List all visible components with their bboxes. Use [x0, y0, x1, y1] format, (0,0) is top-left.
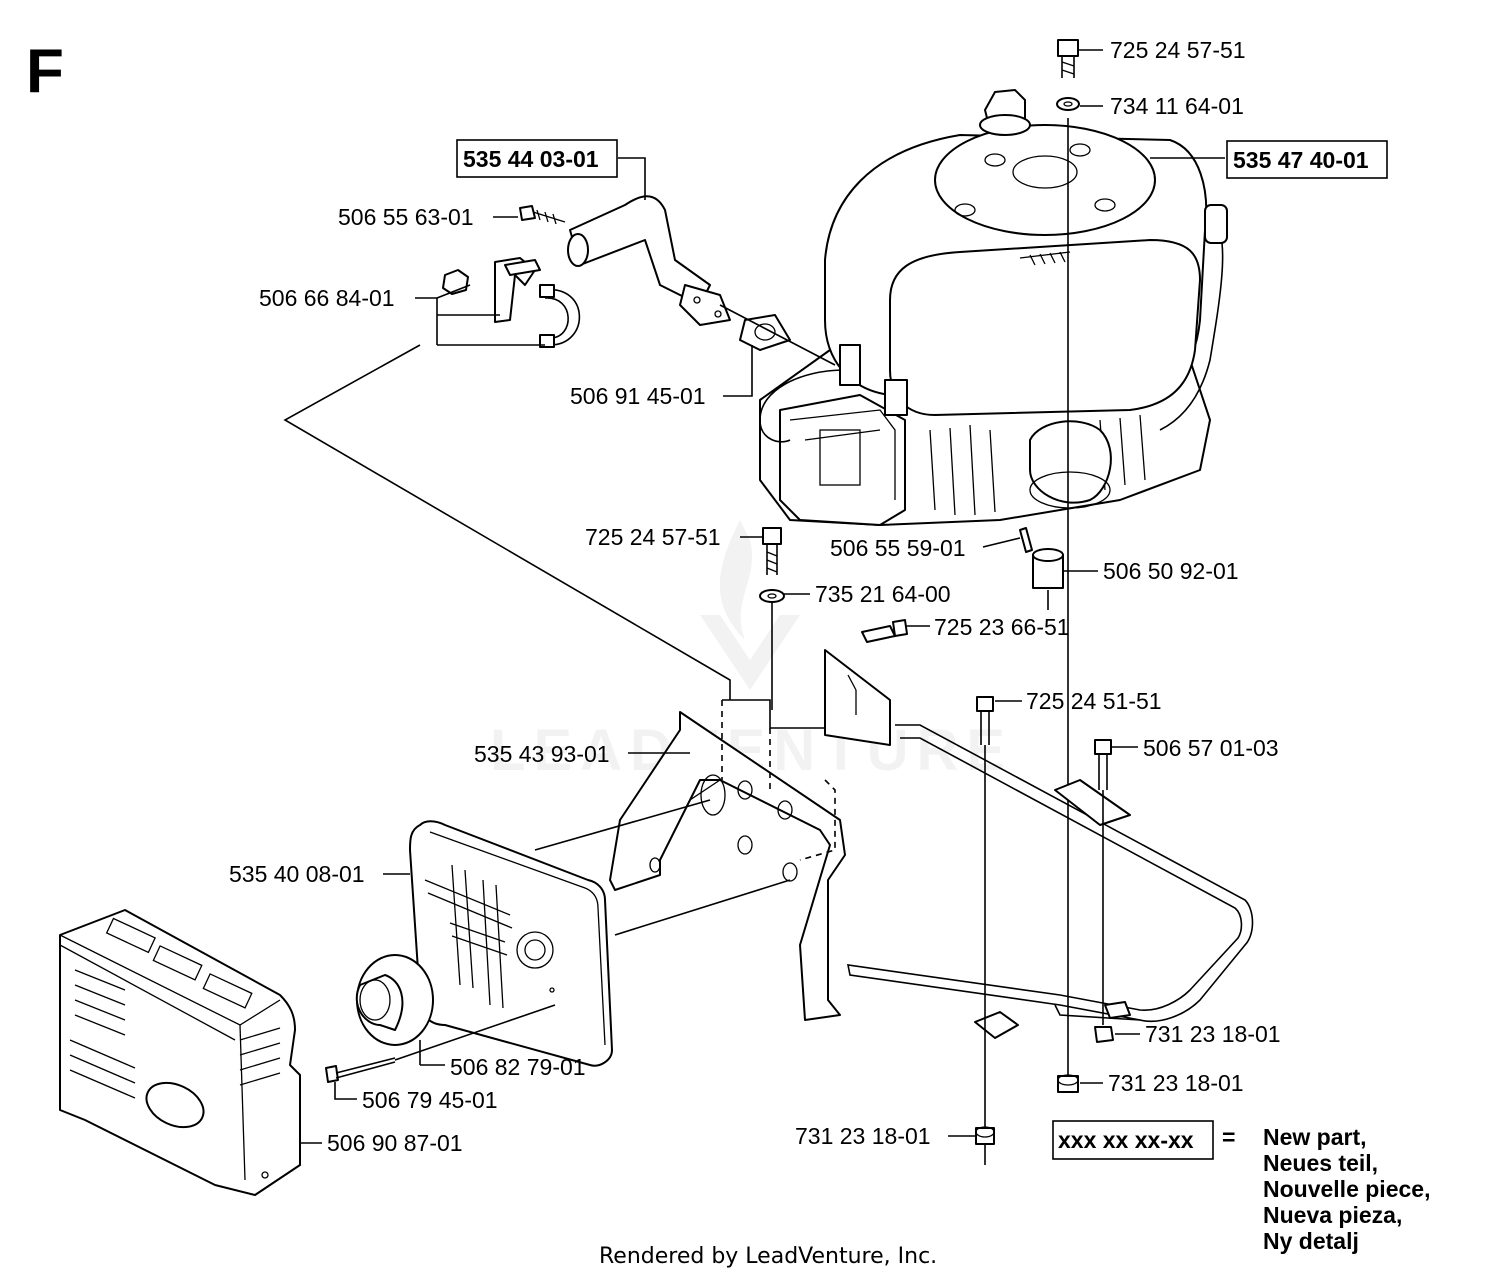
- label-deflector: 506 82 79-01: [450, 1054, 586, 1080]
- deflector-drawing: [355, 954, 434, 1065]
- mid-hardware-drawing: [759, 527, 1064, 710]
- muffler-mount-line: [534, 799, 711, 851]
- top-bolt-drawing: [1056, 39, 1080, 111]
- legend-line-es: Nueva pieza,: [1263, 1202, 1402, 1228]
- bracket-plate-drawing: [609, 649, 891, 1021]
- legend-line-fr: Nouvelle piece,: [1263, 1176, 1430, 1202]
- label-washer-top: 734 11 64-01: [1110, 93, 1244, 119]
- shield-screw-drawing: [325, 1004, 556, 1083]
- label-washer-mid: 735 21 64-00: [815, 581, 951, 607]
- legend: xxx xx xx-xx = New part, Neues teil, Nou…: [1052, 1120, 1430, 1254]
- footer-credit: Rendered by LeadVenture, Inc.: [599, 1244, 937, 1269]
- muffler-mount-line-2: [614, 879, 791, 936]
- label-bracket-plate: 535 43 93-01: [474, 741, 610, 767]
- label-bolt-mid: 725 24 57-51: [585, 524, 721, 550]
- label-bolt-frame: 725 24 51-51: [1026, 688, 1162, 714]
- muffler-drawing: [409, 820, 613, 1067]
- label-nut-bottom: 731 23 18-01: [795, 1123, 931, 1149]
- heat-shield-drawing: [59, 909, 301, 1196]
- exhaust-pipe-drawing: [519, 195, 836, 366]
- new-part-box-engine: [1226, 140, 1388, 179]
- legend-sample-box: [1052, 1120, 1214, 1160]
- label-gasket: 506 91 45-01: [570, 383, 706, 409]
- legend-line-en: New part,: [1263, 1124, 1367, 1150]
- callout-leader-lines: [300, 49, 1225, 1144]
- label-heat-shield: 506 90 87-01: [327, 1130, 463, 1156]
- label-pipe-screw: 506 55 63-01: [338, 204, 474, 230]
- clamp-kit-drawing: [436, 257, 581, 348]
- new-part-box-exhaust: [456, 139, 618, 178]
- assembly-line-clamp: [283, 344, 731, 700]
- label-nut-bottom-right: 731 23 18-01: [1108, 1070, 1244, 1096]
- legend-equals: =: [1222, 1124, 1235, 1150]
- engine-drawing: [759, 89, 1228, 526]
- label-nut-right: 731 23 18-01: [1145, 1021, 1281, 1047]
- frame-bolts-drawing: [975, 696, 1114, 1165]
- label-spacer: 506 50 92-01: [1103, 558, 1239, 584]
- label-shield-screw: 506 79 45-01: [362, 1087, 498, 1113]
- label-clamp-kit: 506 66 84-01: [259, 285, 395, 311]
- legend-sample: xxx xx xx-xx: [1058, 1127, 1194, 1153]
- label-key: 506 55 59-01: [830, 535, 966, 561]
- label-bolt-frame-right: 506 57 01-03: [1143, 735, 1279, 761]
- label-muffler: 535 40 08-01: [229, 861, 365, 887]
- label-engine: 535 47 40-01: [1233, 147, 1369, 173]
- legend-line-de: Neues teil,: [1263, 1150, 1378, 1176]
- watermark-logo-icon: [700, 520, 800, 690]
- section-letter: F: [26, 37, 64, 106]
- label-exhaust-pipe: 535 44 03-01: [463, 146, 599, 172]
- label-screw-bracket: 725 23 66-51: [934, 614, 1070, 640]
- legend-line-sv: Ny detalj: [1263, 1228, 1359, 1254]
- label-bolt-top: 725 24 57-51: [1110, 37, 1246, 63]
